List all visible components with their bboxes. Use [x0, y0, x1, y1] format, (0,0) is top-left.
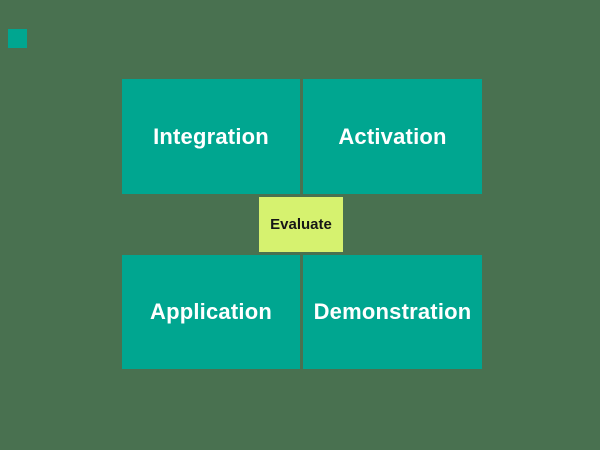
- quadrant-activation-label: Activation: [338, 123, 447, 149]
- evaluate-badge-label: Evaluate: [270, 216, 332, 233]
- quadrant-integration: Integration: [122, 79, 300, 194]
- quadrant-application: Application: [122, 255, 300, 369]
- quadrant-integration-label: Integration: [153, 123, 269, 149]
- quadrant-demonstration: Demonstration: [303, 255, 482, 369]
- quadrant-demonstration-label: Demonstration: [313, 299, 472, 324]
- quadrant-activation: Activation: [303, 79, 482, 194]
- quadrant-application-label: Application: [150, 299, 272, 324]
- evaluate-badge: Evaluate: [259, 197, 343, 252]
- accent-square: [8, 29, 27, 48]
